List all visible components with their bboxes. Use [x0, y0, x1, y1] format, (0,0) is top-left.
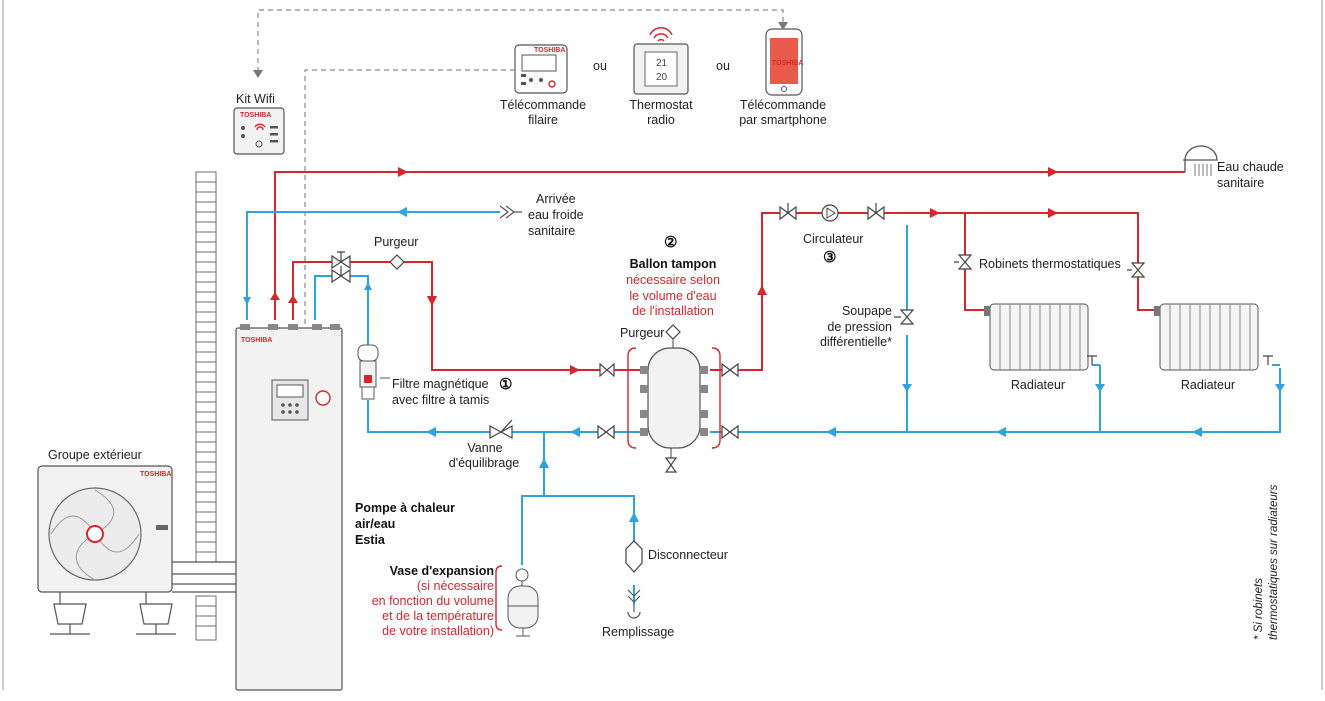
svg-text:TOSHIBA: TOSHIBA [241, 337, 272, 344]
circulator-pump-icon [821, 204, 839, 222]
disconnector-label: Disconnecteur [648, 548, 728, 562]
purgeur-top-label: Purgeur [374, 235, 418, 249]
hot-water-label: Eau chaude [1217, 160, 1284, 174]
filling-label: Remplissage [602, 625, 674, 639]
wifi-link-dashed [257, 9, 784, 72]
thermostat-label-2: radio [647, 113, 675, 127]
cold-inlet-label: Arrivée [536, 192, 576, 206]
thermo-valves-label: Robinets thermostatiques [979, 257, 1121, 271]
wired-remote-link-dashed [304, 69, 515, 325]
disconnector-icon [625, 540, 643, 573]
smartphone-label: Télécommande [740, 98, 826, 112]
pressure-valve-label-3: différentielle* [820, 335, 892, 349]
cold-inlet-label-2: eau froide [528, 208, 584, 222]
buffer-note-1: nécessaire selon [626, 273, 720, 287]
filling-tap-icon [627, 585, 641, 619]
heat-pump-label-3: Estia [355, 533, 386, 547]
radiator-2-label: Radiateur [1181, 378, 1235, 392]
buffer-purgeur-label: Purgeur [620, 326, 664, 340]
expansion-vessel-icon [495, 565, 539, 637]
radio-thermostat-icon: 21 20 [633, 27, 689, 95]
pressure-valve-label-2: de pression [827, 320, 892, 334]
wired-remote-icon: TOSHIBA [514, 44, 568, 94]
air-vent-top-icon [389, 254, 405, 270]
svg-text:TOSHIBA: TOSHIBA [534, 47, 565, 54]
heat-pump-label: Pompe à chaleur [355, 501, 455, 515]
balancing-valve-label: Vanne [467, 441, 502, 455]
radiator-2 [1154, 303, 1273, 371]
expansion-title: Vase d'expansion [390, 564, 494, 578]
filter-label: Filtre magnétique [392, 377, 489, 391]
heat-pump-label-2: air/eau [355, 517, 395, 531]
svg-text:TOSHIBA: TOSHIBA [140, 471, 171, 478]
smartphone-label-2: par smartphone [739, 113, 827, 127]
buffer-number: ② [664, 234, 677, 251]
refrigerant-lines [172, 561, 238, 593]
heat-pump-indoor-unit: TOSHIBA [235, 324, 343, 691]
hot-water-label-2: sanitaire [1217, 176, 1264, 190]
brick-wall [195, 171, 217, 641]
shower-icon [1183, 145, 1218, 176]
pressure-valve-label: Soupape [842, 304, 892, 318]
radiator-1-label: Radiateur [1011, 378, 1065, 392]
svg-text:TOSHIBA: TOSHIBA [240, 112, 271, 119]
svg-text:20: 20 [656, 72, 668, 83]
wifi-kit-icon: TOSHIBA [233, 107, 285, 155]
cold-inlet-label-3: sanitaire [528, 224, 575, 238]
smartphone-icon: TOSHIBA [765, 28, 803, 96]
circulator-label: Circulateur [803, 232, 863, 246]
buffer-note-3: de l'installation [632, 304, 714, 318]
hot-water-pipes [270, 167, 1185, 375]
circulator-number: ③ [823, 249, 836, 266]
outdoor-unit-label: Groupe extérieur [48, 448, 142, 462]
buffer-title: Ballon tampon [630, 257, 717, 271]
expansion-note-1: (si nécessaire [417, 579, 494, 593]
valves [331, 203, 1146, 473]
wired-remote-label-2: filaire [528, 113, 558, 127]
filter-number: ① [499, 376, 512, 393]
cold-water-pipes [243, 207, 1285, 572]
expansion-note-3: et de la température [382, 609, 494, 623]
cold-inlet-icon [499, 205, 522, 219]
expansion-note-4: de votre installation) [382, 624, 494, 638]
buffer-note-2: le volume d'eau [629, 289, 716, 303]
wired-remote-label: Télécommande [500, 98, 586, 112]
thermostat-label: Thermostat [629, 98, 693, 112]
or-label-2: ou [716, 59, 730, 73]
filter-label-2: avec filtre à tamis [392, 393, 489, 407]
footnote-line-1: * Si robinets [1253, 578, 1265, 640]
expansion-note-2: en fonction du volume [372, 594, 494, 608]
magnetic-filter-icon [357, 344, 390, 400]
radiator-1 [984, 303, 1097, 371]
or-label-1: ou [593, 59, 607, 73]
footnote-line-2: thermostatiques sur radiateurs [1268, 484, 1280, 640]
buffer-tank [627, 324, 721, 458]
outdoor-unit: TOSHIBA [37, 465, 176, 635]
kit-wifi-label: Kit Wifi [236, 92, 275, 106]
svg-text:TOSHIBA: TOSHIBA [772, 60, 803, 67]
svg-text:21: 21 [656, 58, 668, 69]
balancing-valve-label-2: d'équilibrage [449, 456, 520, 470]
